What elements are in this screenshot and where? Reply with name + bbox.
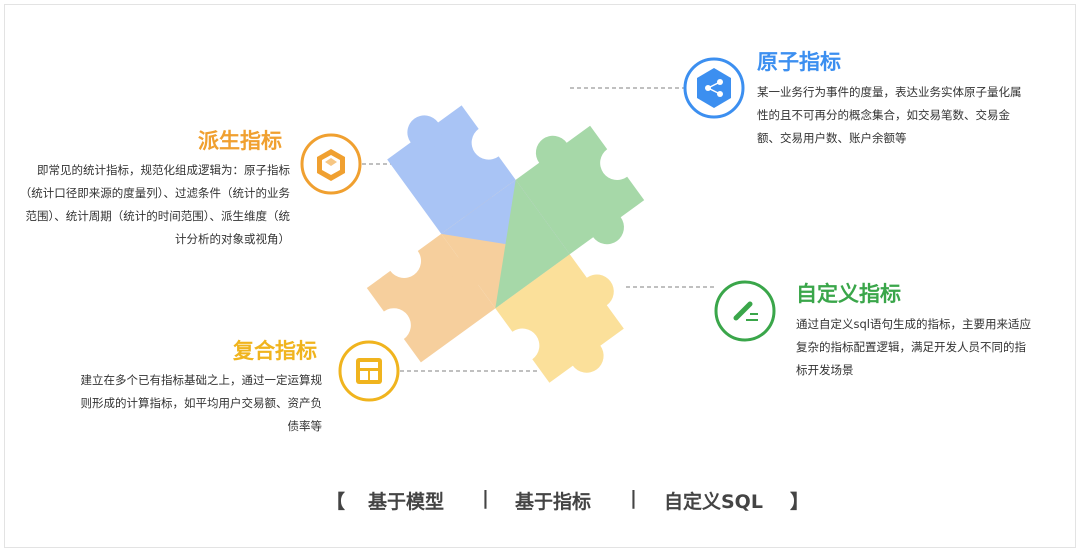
pencil-icon	[714, 280, 776, 342]
puzzle-piece-compound	[495, 254, 624, 383]
compound-metric-desc: 建立在多个已有指标基础之上，通过一定运算规则形成的计算指标，如平均用户交易额、资…	[80, 373, 323, 433]
custom-metric-desc: 通过自定义sql语句生成的指标，主要用来适应复杂的指标配置逻辑，满足开发人员不同…	[796, 317, 1031, 377]
footer-item-sql: 自定义SQL	[664, 491, 763, 513]
puzzle-piece-custom	[515, 125, 645, 255]
layout-icon	[338, 340, 400, 402]
cube-icon	[300, 133, 362, 195]
footer-bar: 【 基于模型 | 基于指标 | 自定义SQL 】	[0, 487, 1080, 517]
footer-item-model: 基于模型	[368, 491, 445, 513]
footer-open-bracket: 【	[326, 491, 346, 513]
footer-item-metric: 基于指标	[515, 491, 592, 513]
atomic-metric-title: 原子指标	[757, 50, 841, 74]
atomic-metric-desc: 某一业务行为事件的度量，表达业务实体原子量化属性的且不可再分的概念集合，如交易笔…	[757, 85, 1022, 145]
compound-metric-title: 复合指标	[233, 339, 317, 363]
footer-close-bracket: 】	[790, 491, 810, 513]
footer-separator: |	[630, 487, 637, 509]
derived-metric-desc: 即常见的统计指标，规范化组成逻辑为：原子指标（统计口径即来源的度量列）、过滤条件…	[19, 163, 290, 246]
footer-separator: |	[482, 487, 489, 509]
share-icon	[683, 57, 745, 119]
custom-metric-title: 自定义指标	[796, 282, 901, 306]
derived-metric-title: 派生指标	[198, 129, 282, 153]
